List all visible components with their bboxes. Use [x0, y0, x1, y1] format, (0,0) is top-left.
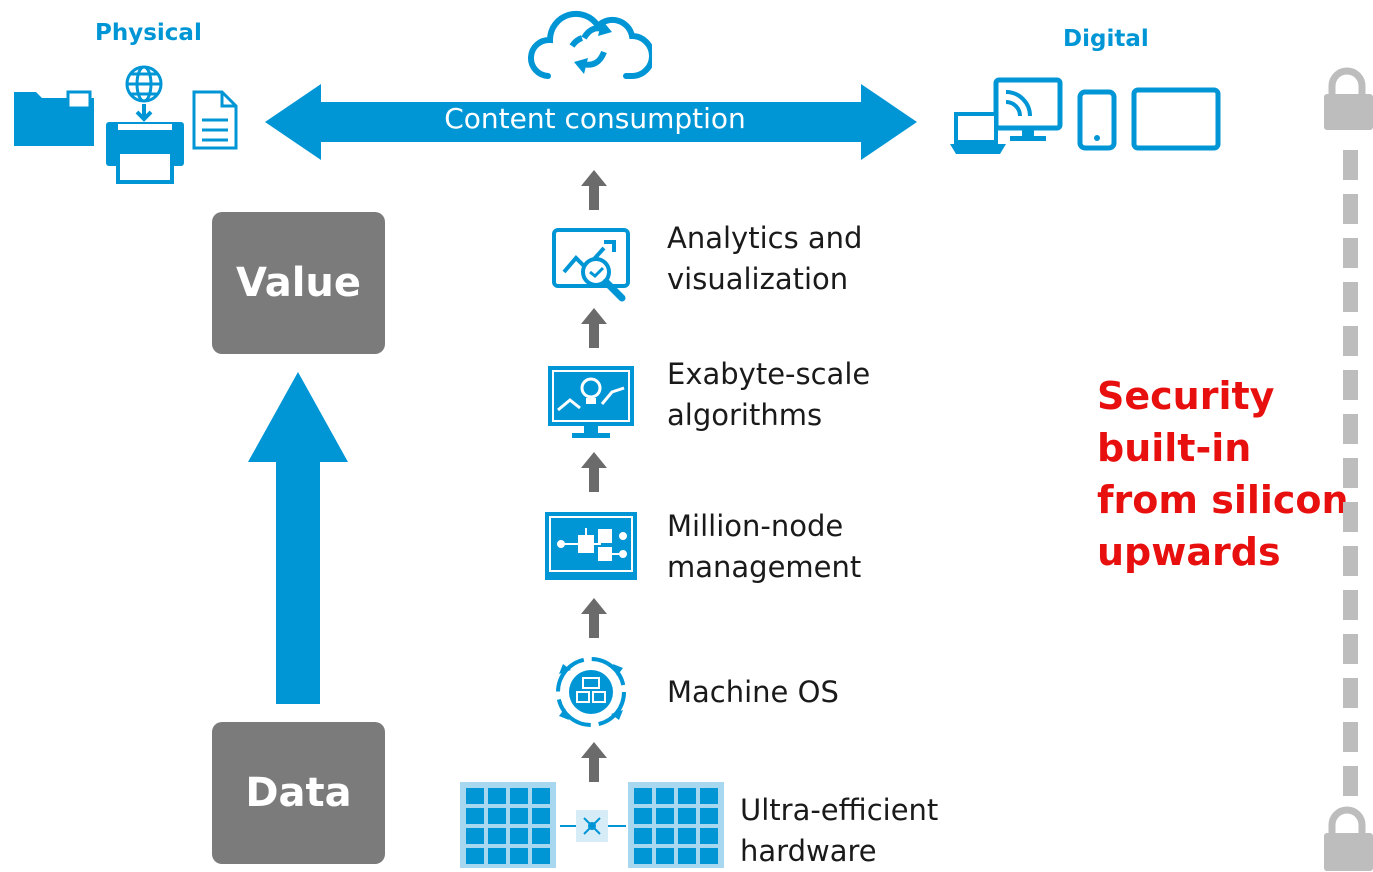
security-line: Security	[1097, 374, 1275, 418]
printer-icon	[106, 122, 184, 184]
memory-grid-left	[460, 782, 556, 868]
digital-label: Digital	[1063, 26, 1149, 52]
hardware-icon	[460, 782, 724, 868]
up-arrow-icon	[581, 170, 607, 210]
analytics-icon	[552, 228, 630, 302]
tablet-icon	[1131, 87, 1221, 151]
security-line: upwards	[1097, 530, 1281, 574]
value-box: Value	[212, 212, 385, 354]
stack-label-line: Ultra-efficient	[740, 793, 939, 827]
desktop-monitor-icon	[993, 77, 1063, 141]
data-to-value-arrow	[248, 372, 348, 704]
security-line: built-in	[1097, 426, 1252, 470]
content-consumption-label: Content consumption	[444, 102, 746, 135]
stack-label-line: Machine OS	[667, 675, 839, 709]
stack-label-line: visualization	[667, 262, 849, 296]
stack-label-machine-os: Machine OS	[667, 672, 839, 713]
node-management-icon	[545, 512, 637, 580]
up-arrow-icon	[581, 598, 607, 638]
stack-label-algorithms: Exabyte-scale algorithms	[667, 354, 870, 436]
stack-label-hardware: Ultra-efficient hardware	[740, 790, 938, 872]
value-label: Value	[235, 260, 362, 306]
data-box: Data	[212, 722, 385, 864]
lock-icon	[1324, 806, 1373, 871]
memory-grid-right	[628, 782, 724, 868]
stack-label-analytics: Analytics and visualization	[667, 218, 862, 300]
up-arrow-icon	[581, 742, 607, 782]
up-arrow-icon	[581, 452, 607, 492]
data-label: Data	[245, 770, 352, 816]
physical-label: Physical	[95, 20, 202, 46]
content-consumption-arrow	[265, 84, 917, 160]
stack-label-line: hardware	[740, 834, 877, 868]
machine-os-icon	[556, 657, 626, 727]
security-line: from silicon	[1097, 478, 1349, 522]
algorithm-monitor-icon	[548, 366, 634, 438]
phone-icon	[1077, 89, 1117, 151]
digital-devices-icon	[950, 77, 1221, 154]
interconnect-node	[560, 810, 626, 842]
document-icon	[192, 90, 238, 150]
lock-icon	[1324, 67, 1373, 130]
stack-label-node-management: Million-node management	[667, 506, 861, 588]
physical-devices-icon	[14, 65, 238, 184]
stack-label-line: management	[667, 550, 862, 584]
stack-label-line: Analytics and	[667, 221, 863, 255]
globe-icon	[125, 65, 163, 103]
stack-label-line: Million-node	[667, 509, 844, 543]
cloud-sync-icon	[527, 10, 652, 79]
folder-icon	[14, 90, 94, 146]
laptop-icon	[950, 112, 1006, 154]
security-statement: Security built-in from silicon upwards	[1097, 370, 1349, 578]
stack-label-line: Exabyte-scale	[667, 357, 871, 391]
up-arrow-icon	[581, 308, 607, 348]
stack-label-line: algorithms	[667, 398, 823, 432]
